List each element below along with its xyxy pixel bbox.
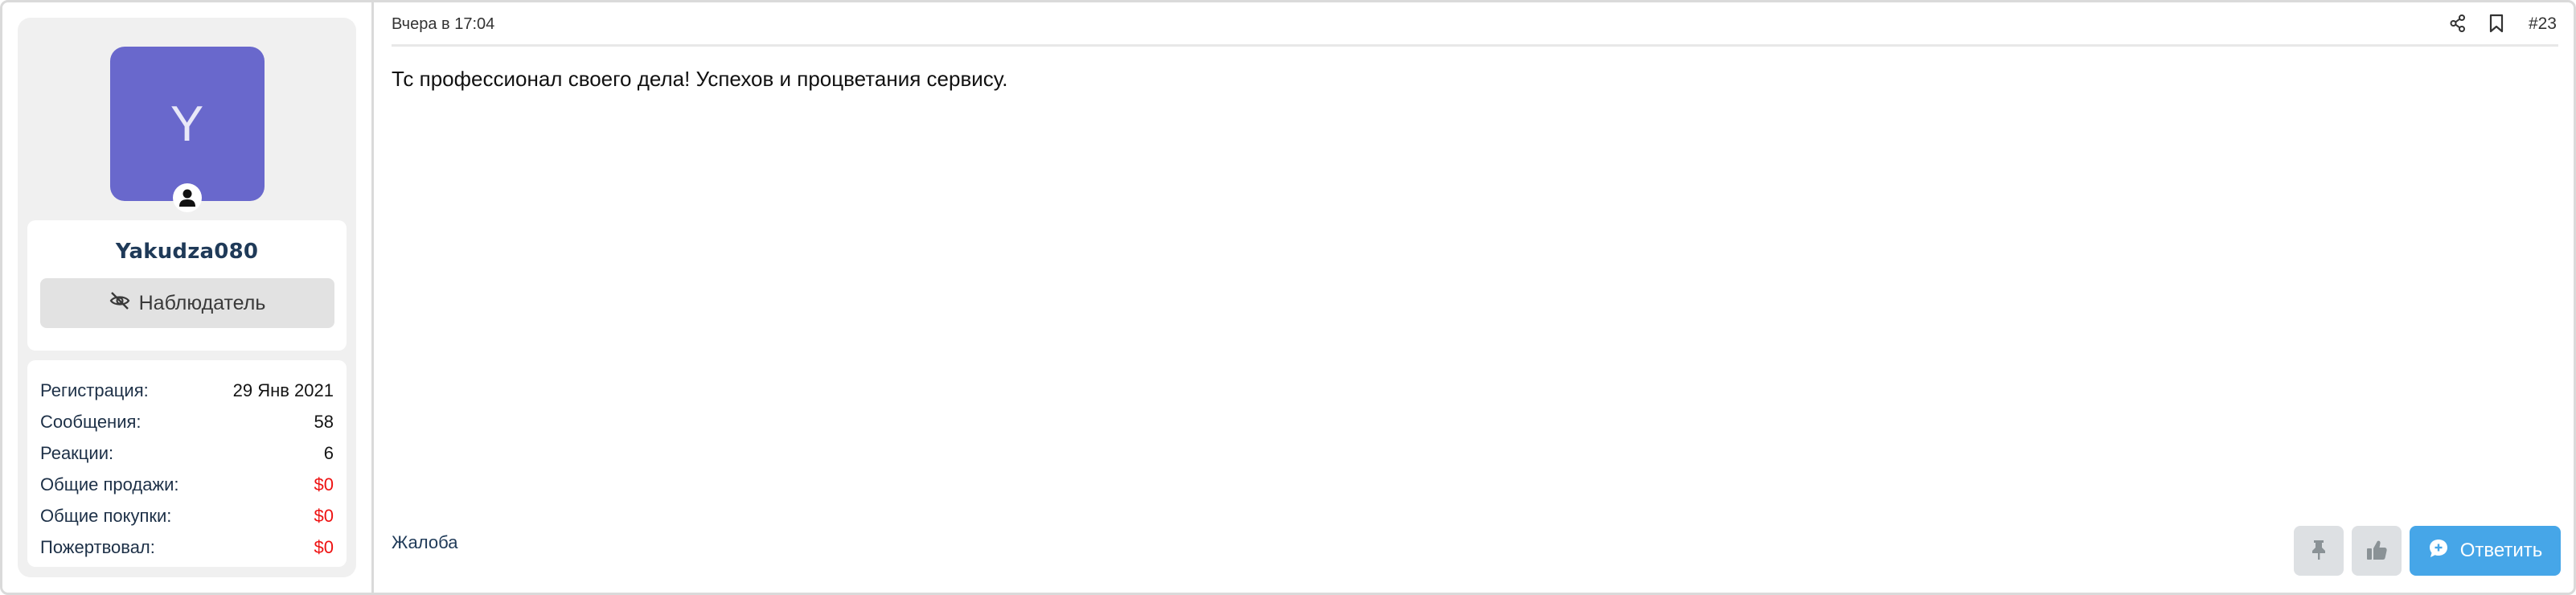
avatar-container: Y [109, 47, 265, 212]
post-footer: Жалоба [392, 525, 2561, 577]
stat-value: $0 [314, 505, 334, 526]
stat-value: 29 Янв 2021 [232, 380, 334, 400]
post-main: Вчера в 17:04 [374, 2, 2574, 593]
role-button[interactable]: Наблюдатель [39, 278, 334, 328]
stat-value: 6 [323, 442, 334, 463]
author-card: Y Yakudza080 [18, 18, 356, 577]
share-button[interactable] [2439, 8, 2477, 40]
pin-icon [2311, 539, 2327, 564]
stat-row-total-sales: Общие продажи: $0 [40, 469, 334, 500]
stat-label: Регистрация: [40, 380, 149, 400]
stat-row-messages: Сообщения: 58 [40, 406, 334, 437]
like-button[interactable] [2352, 526, 2402, 576]
post-header: Вчера в 17:04 [392, 2, 2558, 47]
stat-label: Сообщения: [40, 411, 142, 432]
user-icon [172, 183, 202, 212]
stat-label: Общие продажи: [40, 474, 179, 494]
thumbs-up-icon [2365, 540, 2388, 563]
stat-row-total-purchases: Общие покупки: $0 [40, 500, 334, 531]
stat-label: Реакции: [40, 442, 114, 463]
reply-button[interactable]: Ответить [2410, 526, 2561, 576]
user-info-card: Yakudza080 Наблюдатель [27, 220, 347, 351]
stat-row-reactions: Реакции: 6 [40, 437, 334, 469]
report-link[interactable]: Жалоба [392, 532, 458, 552]
stat-value: $0 [314, 536, 334, 557]
post-footer-actions: Ответить [2294, 526, 2561, 576]
bookmark-icon [2489, 14, 2504, 35]
comment-plus-icon [2428, 538, 2449, 564]
user-stats: Регистрация: 29 Янв 2021 Сообщения: 58 Р… [27, 360, 347, 567]
post-message: Тс профессионал своего дела! Успехов и п… [392, 67, 1008, 91]
post-author-sidebar: Y Yakudza080 [2, 2, 374, 593]
stat-value: $0 [314, 474, 334, 494]
reply-label: Ответить [2459, 540, 2543, 561]
stat-row-donated: Пожертвовал: $0 [40, 531, 334, 563]
role-label: Наблюдатель [138, 291, 266, 314]
stat-row-registration: Регистрация: 29 Янв 2021 [40, 375, 334, 406]
stat-value: 58 [314, 411, 334, 432]
avatar-letter: Y [170, 96, 204, 152]
bookmark-button[interactable] [2477, 8, 2516, 40]
share-icon [2450, 14, 2466, 35]
post-number-link[interactable]: #23 [2528, 14, 2557, 33]
username-link[interactable]: Yakudza080 [115, 240, 259, 264]
avatar[interactable]: Y [109, 47, 265, 201]
eye-slash-icon [109, 291, 131, 316]
pin-button[interactable] [2294, 526, 2344, 576]
post-timestamp[interactable]: Вчера в 17:04 [392, 14, 495, 33]
post-header-actions: #23 [2439, 8, 2558, 40]
stat-label: Общие покупки: [40, 505, 172, 526]
stat-label: Пожертвовал: [40, 536, 155, 557]
